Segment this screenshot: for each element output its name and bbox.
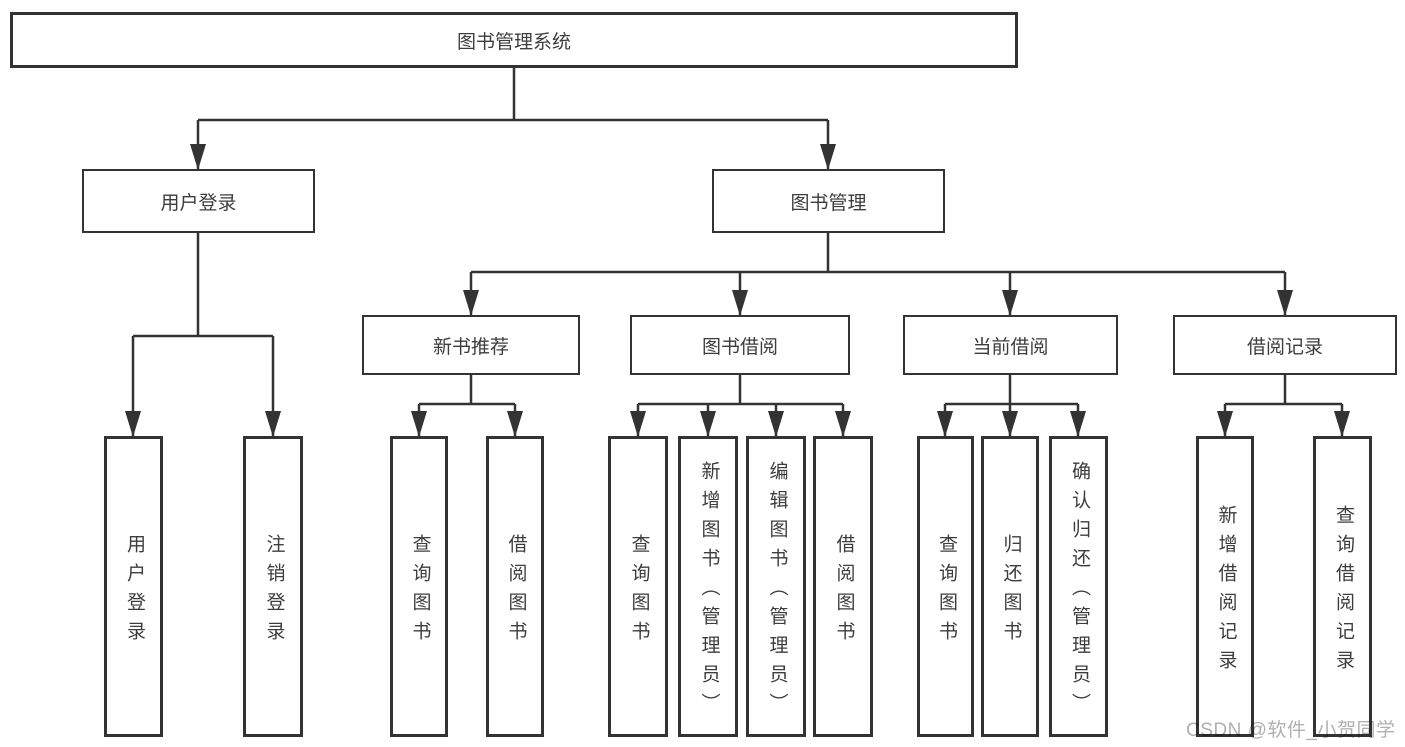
leaf-user-login: 用户登录 bbox=[104, 436, 163, 737]
node-label: 用户登录 bbox=[123, 533, 145, 650]
leaf-borrow-books-2: 借阅图书 bbox=[813, 436, 873, 737]
node-label: 当前借阅 bbox=[972, 336, 1049, 358]
leaf-add-borrow-record: 新增借阅记录 bbox=[1196, 436, 1254, 737]
connector-root-bus bbox=[198, 68, 828, 122]
leaf-query-borrow-record: 查询借阅记录 bbox=[1313, 436, 1372, 737]
node-book-management: 图书管理 bbox=[712, 169, 945, 233]
leaf-add-book-admin: 新增图书（管理员） bbox=[678, 436, 738, 737]
leaf-query-books-2: 查询图书 bbox=[608, 436, 668, 737]
node-label: 注销登录 bbox=[263, 533, 285, 650]
csdn-watermark: CSDN @软件_小贺同学 bbox=[1186, 720, 1396, 741]
node-label: 新书推荐 bbox=[432, 336, 509, 358]
leaf-query-books-3: 查询图书 bbox=[917, 436, 974, 737]
node-label: 归还图书 bbox=[1000, 533, 1022, 650]
node-label: 查询图书 bbox=[935, 533, 957, 650]
node-user-login: 用户登录 bbox=[82, 169, 315, 233]
node-book-borrowing: 图书借阅 bbox=[630, 315, 850, 375]
node-label: 借阅图书 bbox=[833, 533, 855, 650]
node-borrowing-records: 借阅记录 bbox=[1173, 315, 1397, 375]
connector-arrows bbox=[125, 120, 1350, 437]
leaf-return-books: 归还图书 bbox=[981, 436, 1039, 737]
node-label: 图书借阅 bbox=[701, 336, 778, 358]
node-library-management-system: 图书管理系统 bbox=[10, 12, 1018, 68]
node-label: 图书管理系统 bbox=[456, 31, 571, 53]
leaf-confirm-return-admin: 确认归还（管理员） bbox=[1049, 436, 1108, 737]
node-label: 用户登录 bbox=[160, 192, 237, 214]
leaf-query-books-1: 查询图书 bbox=[390, 436, 448, 737]
node-current-borrowing: 当前借阅 bbox=[903, 315, 1118, 375]
node-label: 查询图书 bbox=[628, 533, 650, 650]
node-label: 编辑图书（管理员） bbox=[766, 461, 788, 722]
node-label: 查询图书 bbox=[409, 533, 431, 650]
node-label: 借阅记录 bbox=[1246, 336, 1323, 358]
connector-current-borrow-bus bbox=[945, 375, 1078, 406]
leaf-logout: 注销登录 bbox=[243, 436, 303, 737]
connector-user-login-bus bbox=[133, 233, 273, 338]
connector-new-book-bus bbox=[419, 375, 515, 406]
node-label: 新增图书（管理员） bbox=[698, 461, 720, 722]
node-label: 查询借阅记录 bbox=[1332, 504, 1354, 679]
node-label: 新增借阅记录 bbox=[1215, 504, 1237, 679]
connector-borrow-record-bus bbox=[1225, 375, 1342, 406]
node-new-book-recommendation: 新书推荐 bbox=[362, 315, 580, 375]
connector-book-borrow-bus bbox=[638, 375, 843, 406]
connector-book-mgmt-bus bbox=[471, 233, 1285, 274]
connector-buses bbox=[133, 68, 1342, 406]
leaf-borrow-books-1: 借阅图书 bbox=[486, 436, 544, 737]
node-label: 确认归还（管理员） bbox=[1068, 461, 1090, 722]
node-label: 借阅图书 bbox=[505, 533, 527, 650]
node-label: 图书管理 bbox=[790, 192, 867, 214]
leaf-edit-book-admin: 编辑图书（管理员） bbox=[746, 436, 806, 737]
